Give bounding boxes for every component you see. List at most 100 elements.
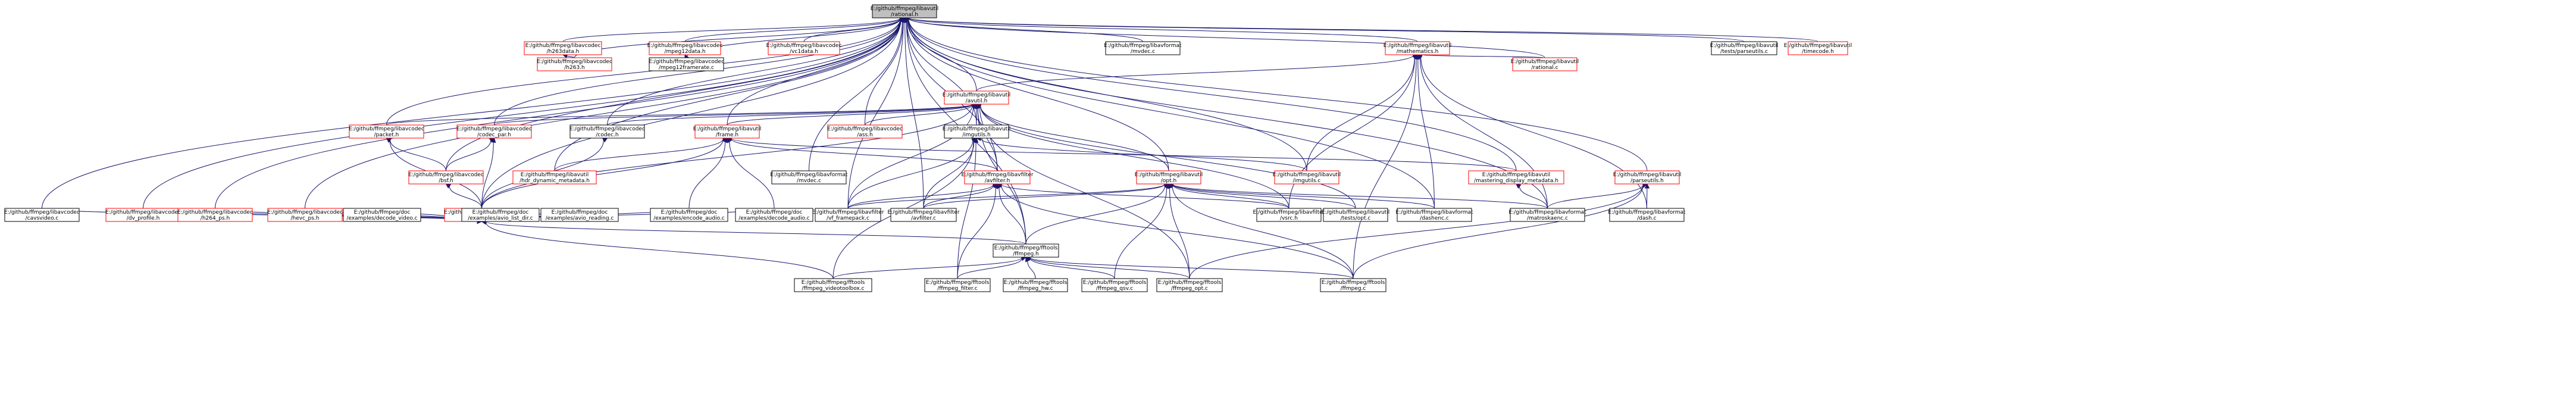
edge-line [1353,58,1417,279]
node-avformat-mvdec-c[interactable]: E:/github/ffmpeg/libavformat/mvdec.c [770,170,848,185]
node-fftools-ffmpeg-videotoolbox-c[interactable]: E:/github/ffmpeg/fftools/ffmpeg_videotoo… [794,278,872,292]
node-label-line: E:/github/ffmpeg/fftools [802,280,865,286]
node-label-line: /h263.h [564,65,584,71]
edge-line [1114,188,1168,279]
edge-line [607,104,973,126]
node-box [1711,41,1777,55]
edge-avutil-frame-h-to-rational-h [727,17,905,126]
edge-line [832,257,1022,279]
node-avcodec-bsf-h[interactable]: E:/github/ffmpeg/libavcodec/bsf.h [408,170,484,185]
edge-avcodec-avcodec-h-to-avcodec-bsf-h [445,183,482,209]
node-doc-avio-list-dir-c[interactable]: E:/github/ffmpeg/doc/examples/avio_list_… [461,208,540,222]
node-label-line: E:/github/ffmpeg/libavfilter [812,210,884,215]
edge-line [481,142,494,209]
edge-line [1547,185,1644,209]
node-layer: E:/github/ffmpeg/libavutil/rational.hE:/… [4,4,1852,292]
node-label-line: E:/github/ffmpeg/libavcodec [827,126,903,132]
node-label-line: E:/github/ffmpeg/fftools [1083,280,1147,286]
node-label-line: E:/github/ffmpeg/libavutil [521,172,589,178]
node-box [524,41,602,55]
node-label-line: E:/github/ffmpeg/libavutil [693,126,761,132]
node-avutil-timecode-h[interactable]: E:/github/ffmpeg/libavutil/timecode.h [1784,41,1852,55]
node-avcodec-h263-h[interactable]: E:/github/ffmpeg/libavcodec/h263.h [537,57,612,71]
node-avutil-opt-h[interactable]: E:/github/ffmpeg/libavutil/opt.h [1135,170,1203,185]
edge-line [809,21,903,171]
node-avutil-rational-c[interactable]: E:/github/ffmpeg/libavutil/rational.c [1511,57,1579,71]
node-avutil-frame-h[interactable]: E:/github/ffmpeg/libavutil/frame.h [693,124,761,139]
edge-arrowhead [490,137,496,143]
node-avformat-matroskaenc-c[interactable]: E:/github/ffmpeg/libavformat/matroskaenc… [1508,208,1586,222]
node-avcodec-codec-h[interactable]: E:/github/ffmpeg/libavcodec/codec.h [569,124,645,139]
edge-line [907,20,1169,171]
node-avformat-dashenc-c[interactable]: E:/github/ffmpeg/libavformat/dashenc.c [1395,208,1473,222]
node-doc-encode-audio-c[interactable]: E:/github/ffmpeg/doc/examples/encode_aud… [650,208,728,222]
node-avcodec-mpeg12data-h[interactable]: E:/github/ffmpeg/libavcodec/mpeg12data.h [647,41,723,55]
node-avcodec-ass-h[interactable]: E:/github/ffmpeg/libavcodec/ass.h [827,124,903,139]
edge-fftools-ffmpeg-videotoolbox-c-to-avcodec-avcodec-h [481,219,834,279]
node-avutil-imgutils-c[interactable]: E:/github/ffmpeg/libavutil/imgutils.c [1273,170,1341,185]
node-label-line: /rational.c [1531,65,1558,71]
node-avcodec-dv-profile-h[interactable]: E:/github/ffmpeg/libavcodec/dv_profile.h [105,208,181,222]
edge-avutil-avutil-h-to-avutil-mathematics-h [976,52,1419,92]
edge-arrowhead [971,104,977,110]
node-avutil-tests-parseutils-c[interactable]: E:/github/ffmpeg/libavutil/tests/parseut… [1710,41,1778,55]
node-box [993,243,1059,258]
node-avcodec-vc1data-h[interactable]: E:/github/ffmpeg/libavcodec/vc1data.h [766,41,842,55]
node-fftools-ffmpeg-c[interactable]: E:/github/ffmpeg/fftools/ffmpeg.c [1320,278,1386,292]
node-label-line: E:/github/ffmpeg/libavutil [1710,43,1778,49]
node-doc-decode-video-c[interactable]: E:/github/ffmpeg/doc/examples/decode_vid… [343,208,421,222]
node-avcodec-h263data-h[interactable]: E:/github/ffmpeg/libavcodec/h263data.h [524,41,602,55]
node-avutil-avutil-h[interactable]: E:/github/ffmpeg/libavutil/avutil.h [943,90,1010,105]
edge-arrowhead [976,104,982,110]
node-box [735,208,813,222]
node-label-line: /cavsvideo.c [26,215,59,221]
node-fftools-ffmpeg-opt-c[interactable]: E:/github/ffmpeg/fftools/ffmpeg_opt.c [1156,278,1223,292]
edge-line [803,18,901,42]
node-box [1614,170,1680,185]
node-avutil-mastering-display-metadata-h[interactable]: E:/github/ffmpeg/libavutil/mastering_dis… [1468,170,1564,185]
node-avformat-mvdec-c-top[interactable]: E:/github/ffmpeg/libavformat/mvdec.c [1104,41,1182,55]
node-avformat-dash-c[interactable]: E:/github/ffmpeg/libavformat/dash.c [1608,208,1686,222]
node-avfilter-avfilter-h[interactable]: E:/github/ffmpeg/libavfilter/avfilter.h [961,170,1034,185]
node-avcodec-hevc-ps-h[interactable]: E:/github/ffmpeg/libavcodec/hevc_ps.h [267,208,343,222]
edge-line [607,19,901,126]
node-label-line: /hevc_ps.h [290,215,319,221]
node-avfilter-avfilter-c[interactable]: E:/github/ffmpeg/libavfilter/avfilter.c [887,208,960,222]
node-doc-decode-audio-c[interactable]: E:/github/ffmpeg/doc/examples/decode_aud… [735,208,813,222]
edge-line [688,142,726,209]
node-label-line: /vsrc.h [1280,215,1298,221]
node-doc-avio-reading-c[interactable]: E:/github/ffmpeg/doc/examples/avio_readi… [540,208,619,222]
node-fftools-ffmpeg-qsv-c[interactable]: E:/github/ffmpeg/fftools/ffmpeg_qsv.c [1081,278,1148,292]
edge-line [1001,184,1289,209]
node-box [815,208,881,222]
node-avcodec-codec-par-h[interactable]: E:/github/ffmpeg/libavcodec/codec_par.h [456,124,532,139]
node-avutil-mathematics-h[interactable]: E:/github/ffmpeg/libavutil/mathematics.h [1384,41,1451,55]
node-label-line: /imgutils.h [962,132,991,138]
node-avcodec-mpeg12framerate-c[interactable]: E:/github/ffmpeg/libavcodec/mpeg12framer… [649,57,724,71]
node-avcodec-h264-ps-h[interactable]: E:/github/ffmpeg/libavcodec/h264_ps.h [177,208,253,222]
node-fftools-ffmpeg-hw-c[interactable]: E:/github/ffmpeg/fftools/ffmpeg_hw.c [1003,278,1068,292]
node-rational-h[interactable]: E:/github/ffmpeg/libavutil/rational.h [871,4,938,18]
node-fftools-ffmpeg-h[interactable]: E:/github/ffmpeg/fftools/ffmpeg.h [993,243,1059,258]
node-avfilter-vsrc-h[interactable]: E:/github/ffmpeg/libavfilter/vsrc.h [1253,208,1325,222]
node-label-line: E:/github/ffmpeg/libavutil [1613,172,1681,178]
node-avfilter-vf-framepack-c[interactable]: E:/github/ffmpeg/libavfilter/vf_framepac… [812,208,884,222]
node-label-line: E:/github/ffmpeg/libavcodec [456,126,532,132]
node-avutil-tests-opt-c[interactable]: E:/github/ffmpeg/libavutil/tests/opt.c [1322,208,1389,222]
node-avutil-hdr-dynamic-metadata-h[interactable]: E:/github/ffmpeg/libavutil/hdr_dynamic_m… [512,170,597,185]
node-avcodec-packet-h[interactable]: E:/github/ffmpeg/libavcodec/packet.h [349,124,424,139]
node-avutil-parseutils-h[interactable]: E:/github/ffmpeg/libavutil/parseutils.h [1613,170,1681,185]
edge-line [1353,185,1644,279]
node-label-line: /ffmpeg_filter.c [937,286,977,292]
edge-line [1172,184,1356,209]
node-box [461,208,540,222]
node-label-line: E:/github/ffmpeg/doc [552,210,608,215]
node-label-line: /hdr_dynamic_metadata.h [519,178,590,184]
node-label-line: /avfilter.h [985,178,1010,184]
node-fftools-ffmpeg-filter-c[interactable]: E:/github/ffmpeg/fftools/ffmpeg_filter.c [924,278,991,292]
node-avutil-imgutils-h[interactable]: E:/github/ffmpeg/libavutil/imgutils.h [943,124,1010,139]
node-label-line: E:/github/ffmpeg/libavfilter [887,210,959,215]
node-avcodec-cavsvideo-c[interactable]: E:/github/ffmpeg/libavcodec/cavsvideo.c [4,208,80,222]
node-label-line: /examples/decode_video.c [346,215,417,221]
